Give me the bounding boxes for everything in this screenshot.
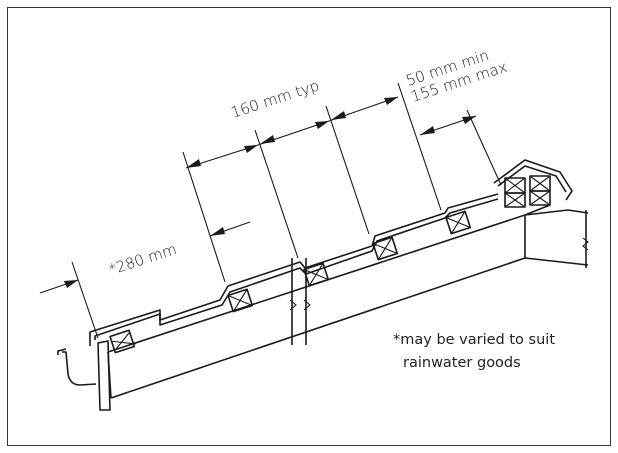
dimension-overlap — [419, 115, 477, 136]
label-typical-spacing: 160 mm typ — [229, 76, 322, 121]
battens — [109, 210, 472, 354]
dimension-280 — [39, 221, 251, 294]
note-line-2: rainwater goods — [403, 355, 521, 371]
batten — [372, 236, 399, 261]
gutter — [57, 348, 97, 386]
batten — [109, 329, 136, 354]
dimension-160 — [185, 96, 399, 169]
note-line-1: *may be varied to suit — [393, 332, 555, 348]
fascia-board — [97, 340, 111, 411]
ridge — [493, 159, 573, 216]
break-line — [289, 258, 311, 345]
tile-profile — [89, 193, 499, 346]
batten — [445, 210, 472, 235]
extension-lines — [71, 82, 502, 339]
batten — [227, 288, 254, 313]
diagram-frame — [7, 7, 611, 446]
opposite-slope — [524, 209, 589, 268]
label-eaves-distance: *280 mm — [107, 240, 179, 279]
